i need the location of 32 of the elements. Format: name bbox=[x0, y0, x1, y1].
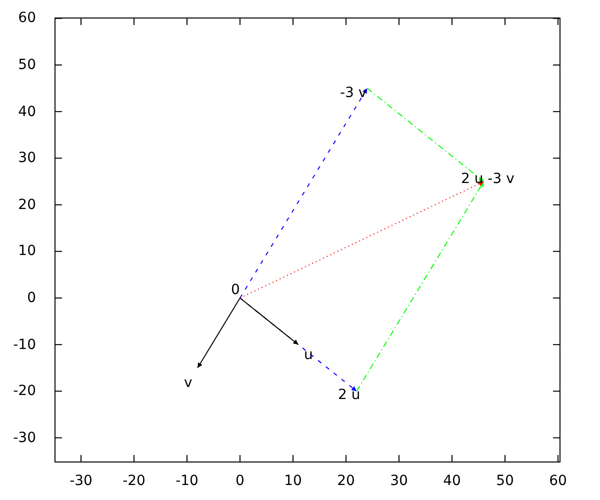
tick-label: -20 bbox=[13, 383, 36, 400]
tick-label: -30 bbox=[70, 473, 92, 489]
tick-label: 60 bbox=[18, 10, 36, 26]
vector-label: v bbox=[184, 375, 192, 391]
vector-label: 0 bbox=[231, 282, 240, 298]
vector-arrow bbox=[356, 181, 484, 392]
tick-label: 0 bbox=[236, 473, 244, 489]
vector-arrow bbox=[240, 181, 484, 298]
vector-arrow bbox=[197, 298, 240, 368]
vector-arrow bbox=[240, 88, 368, 298]
tick-label: 20 bbox=[337, 473, 355, 489]
tick-label: 50 bbox=[18, 57, 36, 73]
vector-label: -3 v bbox=[340, 85, 367, 101]
tick-label: 30 bbox=[390, 473, 408, 489]
vector-arrow bbox=[240, 298, 299, 346]
tick-label: 0 bbox=[27, 290, 36, 306]
vector-label: u bbox=[304, 347, 313, 363]
tick-label: -30 bbox=[13, 430, 36, 446]
tick-label: 60 bbox=[549, 473, 567, 489]
vector-label: 2 u -3 v bbox=[461, 171, 514, 187]
tick-label: 40 bbox=[443, 473, 461, 489]
vector-arrow bbox=[366, 88, 484, 182]
tick-label: -10 bbox=[13, 336, 36, 353]
tick-label: 10 bbox=[284, 473, 302, 489]
tick-label: 10 bbox=[18, 243, 36, 260]
tick-label: 50 bbox=[496, 473, 514, 489]
vector-label: 2 u bbox=[338, 387, 360, 403]
tick-label: -20 bbox=[122, 473, 146, 489]
tick-label: 40 bbox=[18, 104, 36, 120]
tick-label: 30 bbox=[18, 150, 36, 166]
tick-label: -10 bbox=[176, 473, 198, 489]
tick-label: 20 bbox=[18, 196, 36, 213]
